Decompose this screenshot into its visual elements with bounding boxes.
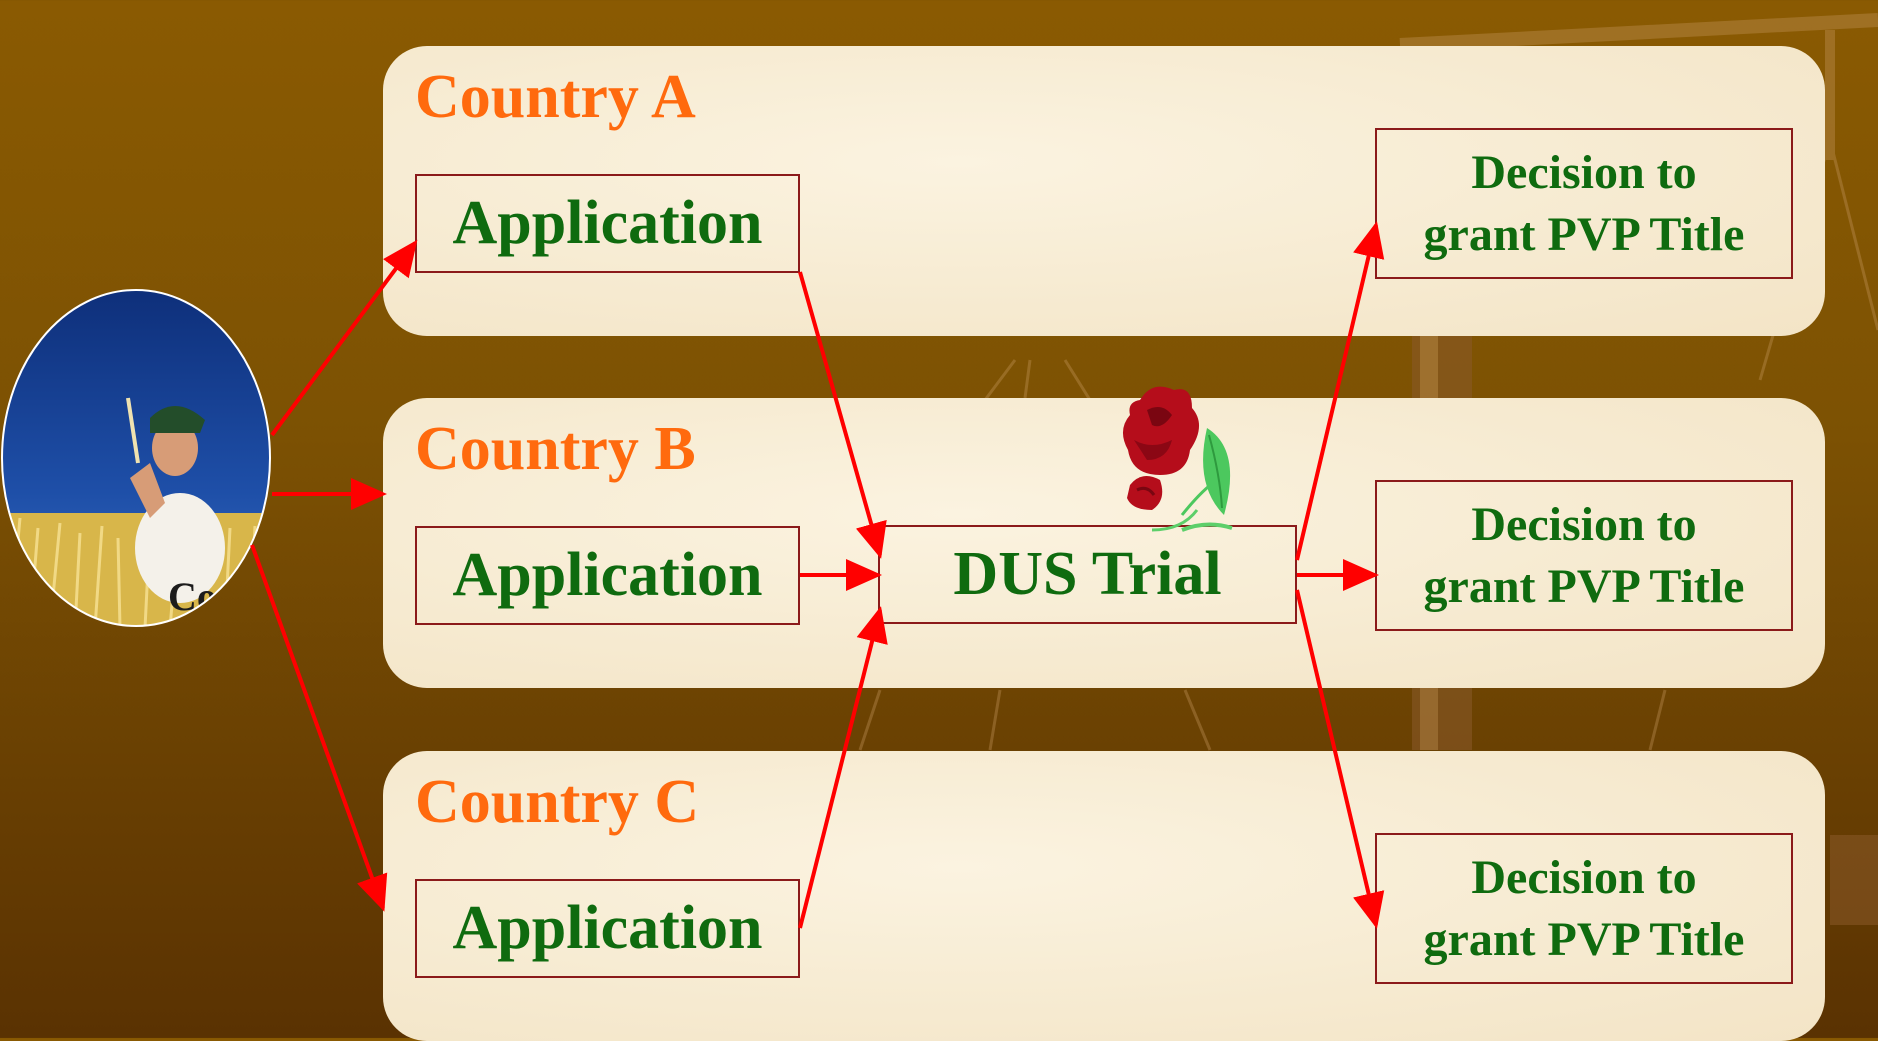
country-c-panel: Country C Application Decision to grant … (383, 751, 1825, 1041)
decision-line-2: grant PVP Title (1423, 912, 1745, 966)
application-box: Application (415, 879, 800, 978)
country-label: Country C (415, 768, 700, 836)
dus-trial-box: DUS Trial (878, 525, 1297, 624)
decision-line-1: Decision to (1471, 497, 1697, 551)
decision-line-2: grant PVP Title (1423, 559, 1745, 613)
application-box: Application (415, 174, 800, 273)
rose-icon (1122, 386, 1233, 532)
application-box: Application (415, 526, 800, 625)
country-b-panel: Country B Application Decision to grant … (383, 398, 1825, 688)
decision-line-1: Decision to (1471, 145, 1697, 199)
country-label: Country B (415, 415, 696, 483)
decision-line-1: Decision to (1471, 850, 1697, 904)
photo-caption: Co (168, 574, 217, 619)
country-a-panel: Country A Application Decision to grant … (383, 46, 1825, 336)
decision-box: Decision to grant PVP Title (1375, 128, 1793, 279)
farmer-photo: Co (1, 289, 271, 627)
decision-line-2: grant PVP Title (1423, 207, 1745, 261)
decision-box: Decision to grant PVP Title (1375, 833, 1793, 984)
country-label: Country A (415, 63, 696, 131)
decision-box: Decision to grant PVP Title (1375, 480, 1793, 631)
